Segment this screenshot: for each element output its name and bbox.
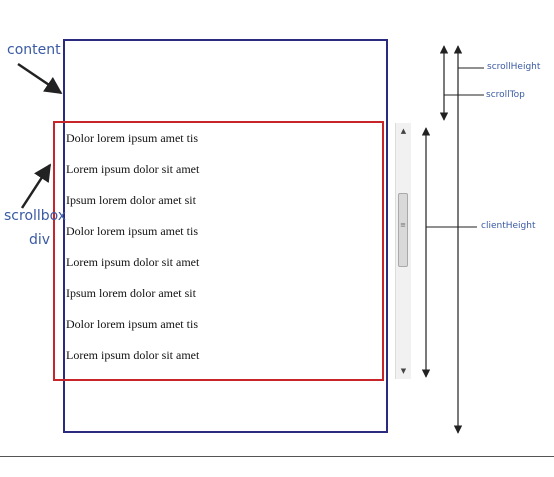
scrollheight-label: scrollHeight — [487, 62, 541, 72]
content-label: content — [7, 42, 61, 58]
list-item: Lorem ipsum dolor sit amet — [66, 348, 200, 362]
scrollbar-thumb[interactable]: ≡ — [398, 193, 408, 267]
list-item: Dolor lorem ipsum amet tis — [66, 224, 198, 238]
list-item: Ipsum lorem dolor amet sit — [66, 286, 196, 300]
scrollbox-label: scrollbox — [4, 208, 67, 224]
list-item: Lorem ipsum dolor sit amet — [66, 255, 200, 269]
list-item: Dolor lorem ipsum amet tis — [66, 131, 198, 145]
scrolltop-label: scrollTop — [486, 90, 525, 100]
content-rectangle — [63, 39, 388, 433]
vertical-scrollbar[interactable]: ▲ ≡ ▼ — [395, 123, 411, 379]
scroll-up-arrow-icon[interactable]: ▲ — [400, 127, 407, 135]
scrollbox-pointer-arrow — [20, 163, 52, 209]
list-item: Lorem ipsum dolor sit amet — [66, 162, 200, 176]
clientheight-label: clientHeight — [481, 221, 536, 231]
scrollbox-div-rectangle — [53, 121, 384, 381]
scroll-down-arrow-icon[interactable]: ▼ — [400, 367, 407, 375]
bottom-divider — [0, 456, 554, 457]
list-item: Ipsum lorem dolor amet sit — [66, 193, 196, 207]
grip-icon: ≡ — [400, 221, 406, 229]
div-label: div — [29, 232, 51, 248]
content-pointer-arrow — [17, 62, 63, 95]
list-item: Dolor lorem ipsum amet tis — [66, 317, 198, 331]
